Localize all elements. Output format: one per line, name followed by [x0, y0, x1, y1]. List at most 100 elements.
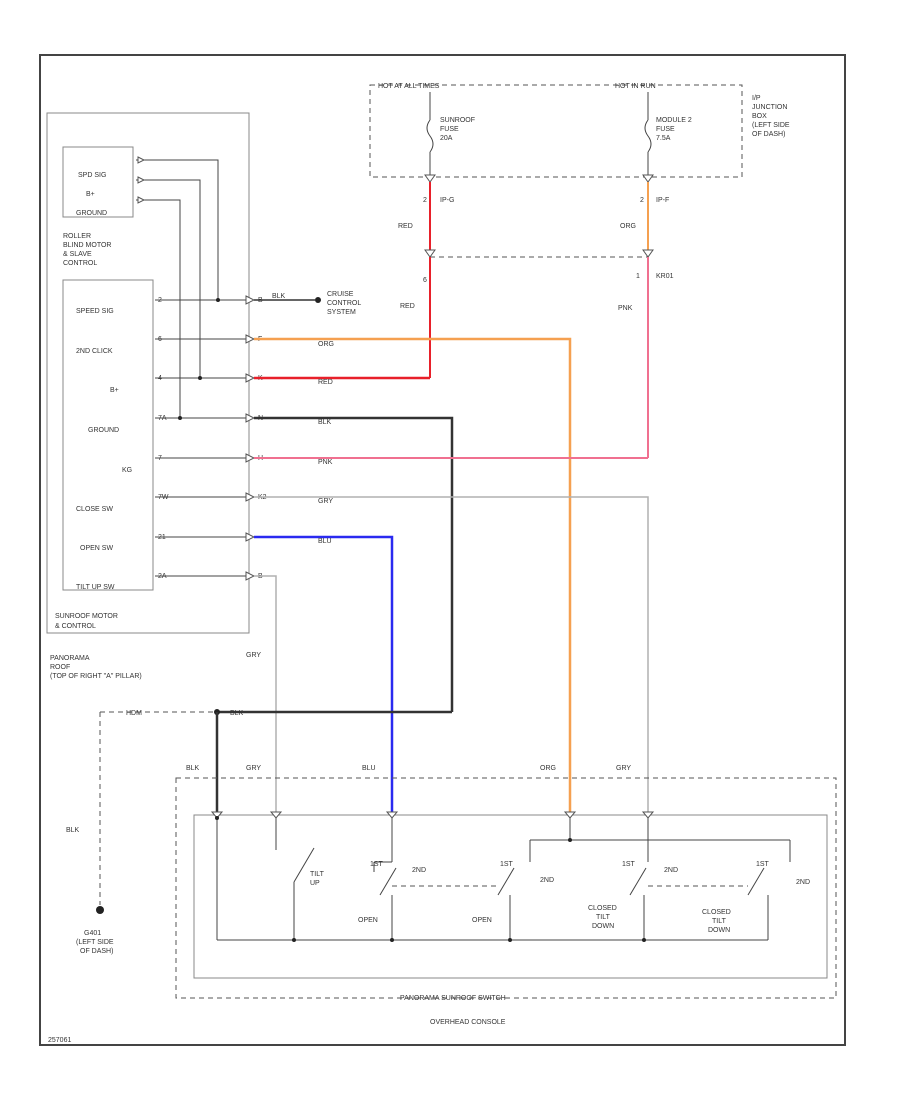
svg-text:BLK: BLK — [230, 710, 244, 717]
svg-text:I/P: I/P — [752, 95, 761, 102]
org-wire — [254, 337, 572, 812]
roller-blind-motor-name: ROLLER BLIND MOTOR & SLAVE CONTROL — [63, 233, 112, 267]
cruise-control-label: CRUISE CONTROL SYSTEM — [327, 291, 361, 316]
svg-text:BLK: BLK — [66, 827, 80, 834]
svg-text:PANORAMA: PANORAMA — [50, 655, 90, 662]
svg-text:DOWN: DOWN — [592, 923, 614, 930]
module2-fuse-label: MODULE 2 FUSE 7.5A — [656, 117, 692, 142]
svg-text:CLOSED: CLOSED — [588, 905, 617, 912]
svg-text:CLOSED: CLOSED — [702, 909, 731, 916]
svg-text:JUNCTION: JUNCTION — [752, 104, 787, 111]
svg-text:ROLLER: ROLLER — [63, 233, 91, 240]
gry-wire — [254, 496, 649, 812]
svg-text:ORG: ORG — [620, 223, 636, 230]
svg-text:BLK: BLK — [272, 293, 286, 300]
svg-text:CONTROL: CONTROL — [327, 300, 361, 307]
svg-text:TILT UP SW: TILT UP SW — [76, 584, 115, 591]
svg-text:SUNROOF: SUNROOF — [440, 117, 475, 124]
svg-text:TILT: TILT — [310, 871, 325, 878]
switch-terminals — [210, 811, 655, 819]
panorama-switch-box — [193, 814, 828, 979]
svg-text:2: 2 — [640, 197, 644, 204]
blind-motor-pin-labels: SPD SIG B+ GROUND — [76, 172, 107, 217]
svg-text:RED: RED — [398, 223, 413, 230]
svg-text:7.5A: 7.5A — [656, 135, 671, 142]
svg-text:1ST: 1ST — [622, 861, 636, 868]
svg-text:BLK: BLK — [186, 765, 200, 772]
svg-text:B+: B+ — [86, 191, 95, 198]
diagram-frame — [39, 54, 846, 1046]
svg-text:OF DASH): OF DASH) — [80, 948, 113, 955]
closed-tilt-label-1: CLOSED TILT DOWN — [588, 905, 617, 930]
svg-text:GRY: GRY — [246, 765, 261, 772]
panorama-sunroof-switch-label: PANORAMA SUNROOF SWITCH — [400, 995, 506, 1002]
svg-text:SPEED SIG: SPEED SIG — [76, 308, 114, 315]
svg-text:HDM: HDM — [126, 710, 142, 717]
svg-text:BLK: BLK — [318, 419, 332, 426]
svg-text:ROOF: ROOF — [50, 664, 70, 671]
ground-g401 — [96, 906, 104, 914]
svg-text:RED: RED — [400, 303, 415, 310]
svg-text:GRY: GRY — [318, 498, 333, 505]
open-switch-1 — [379, 867, 397, 896]
svg-text:G401: G401 — [84, 930, 101, 937]
svg-text:(LEFT SIDE: (LEFT SIDE — [76, 939, 114, 946]
open-switch-2 — [497, 867, 515, 896]
open-label-1: OPEN — [358, 917, 378, 924]
sunroof-motor-name: SUNROOF MOTOR & CONTROL — [55, 613, 118, 630]
svg-text:& SLAVE: & SLAVE — [63, 251, 92, 258]
sunroof-fuse-symbol — [426, 119, 434, 153]
svg-text:1ST: 1ST — [756, 861, 770, 868]
figure-id: 257061 — [48, 1037, 71, 1044]
hot-in-run-label: HOT IN RUN — [615, 83, 656, 90]
svg-text:GRY: GRY — [246, 652, 261, 659]
svg-text:PNK: PNK — [618, 305, 633, 312]
module-terminals — [245, 295, 256, 581]
svg-text:TILT: TILT — [712, 918, 727, 925]
svg-text:BOX: BOX — [752, 113, 767, 120]
svg-text:(TOP OF RIGHT "A" PILLAR): (TOP OF RIGHT "A" PILLAR) — [50, 673, 142, 680]
svg-text:1ST: 1ST — [370, 861, 384, 868]
overhead-console-label: OVERHEAD CONSOLE — [430, 1019, 506, 1026]
svg-text:CRUISE: CRUISE — [327, 291, 354, 298]
svg-text:SUNROOF MOTOR: SUNROOF MOTOR — [55, 613, 118, 620]
panorama-roof-label: PANORAMA ROOF (TOP OF RIGHT "A" PILLAR) — [50, 655, 142, 680]
hot-at-all-times-label: HOT AT ALL TIMES — [378, 83, 440, 90]
blu-wire — [254, 535, 394, 812]
svg-text:2ND: 2ND — [412, 867, 426, 874]
svg-text:SPD SIG: SPD SIG — [78, 172, 106, 179]
module2-fuse-symbol — [644, 119, 652, 153]
svg-text:6: 6 — [423, 277, 427, 284]
svg-text:GROUND: GROUND — [76, 210, 107, 217]
svg-text:2: 2 — [423, 197, 427, 204]
svg-text:(LEFT SIDE: (LEFT SIDE — [752, 122, 790, 129]
svg-text:MODULE 2: MODULE 2 — [656, 117, 692, 124]
svg-text:FUSE: FUSE — [656, 126, 675, 133]
svg-text:2ND: 2ND — [664, 867, 678, 874]
svg-text:OPEN SW: OPEN SW — [80, 545, 113, 552]
svg-text:ORG: ORG — [318, 341, 334, 348]
svg-text:2ND: 2ND — [796, 879, 810, 886]
svg-text:ORG: ORG — [540, 765, 556, 772]
svg-text:& CONTROL: & CONTROL — [55, 623, 96, 630]
svg-text:KG: KG — [122, 467, 132, 474]
svg-text:DOWN: DOWN — [708, 927, 730, 934]
open-label-2: OPEN — [472, 917, 492, 924]
svg-text:2ND: 2ND — [540, 877, 554, 884]
blk-wire — [254, 416, 454, 712]
svg-text:2ND CLICK: 2ND CLICK — [76, 348, 113, 355]
svg-text:BLIND MOTOR: BLIND MOTOR — [63, 242, 112, 249]
junction-box-label: I/P JUNCTION BOX (LEFT SIDE OF DASH) — [752, 95, 790, 138]
fuse-box — [369, 84, 743, 178]
svg-text:1: 1 — [636, 273, 640, 280]
sunroof-fuse-label: SUNROOF FUSE 20A — [440, 117, 475, 142]
conn-ip-f: IP-F — [656, 197, 669, 204]
svg-text:PNK: PNK — [318, 459, 333, 466]
svg-text:CLOSE SW: CLOSE SW — [76, 506, 113, 513]
tilt-up-label: TILT UP — [310, 871, 325, 887]
svg-text:RED: RED — [318, 379, 333, 386]
svg-text:TILT: TILT — [596, 914, 611, 921]
tilt-up-switch — [293, 847, 315, 883]
switch-wire-labels: BLK GRY BLU ORG GRY — [186, 765, 631, 772]
